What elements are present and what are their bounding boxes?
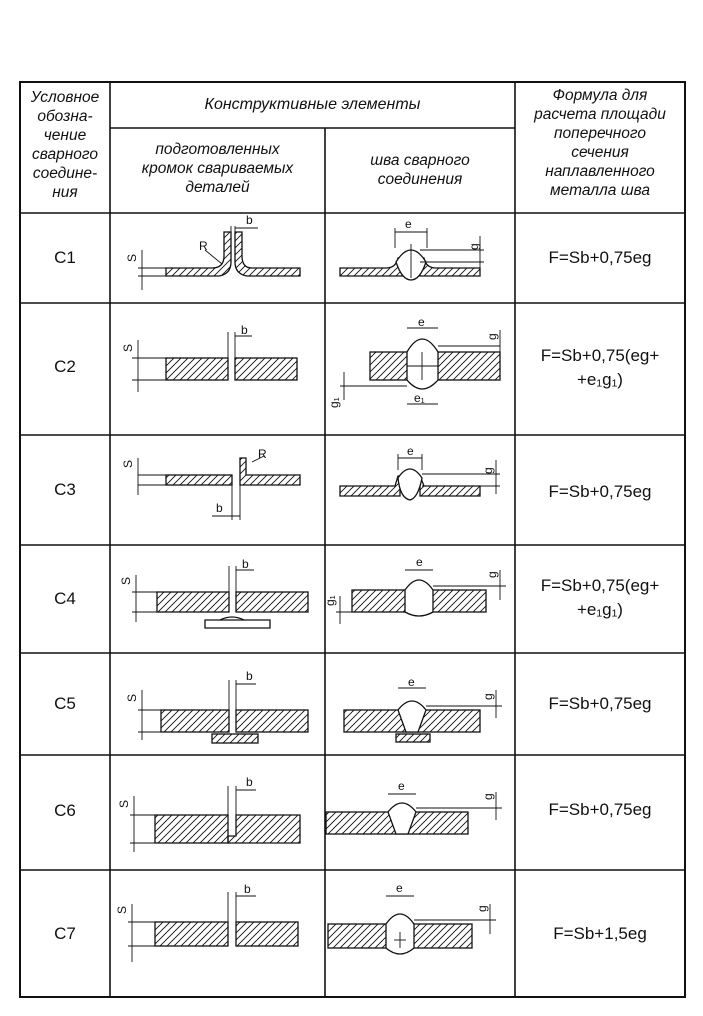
dim-g1-c4: g₁ bbox=[323, 595, 337, 606]
header-line: подготовленных bbox=[155, 141, 280, 158]
c3-prepared-drawing bbox=[137, 455, 301, 520]
formula-line: F=Sb+0,75eg bbox=[548, 482, 652, 501]
header-line: соединения bbox=[377, 171, 463, 188]
c6-prepared-drawing bbox=[130, 786, 301, 852]
header-line: сечения bbox=[571, 144, 629, 161]
header-line: деталей bbox=[185, 179, 250, 196]
c2-prepared-drawing bbox=[132, 332, 298, 392]
header-weld-seam: шва сварного соединения bbox=[325, 151, 515, 189]
formula-line: F=Sb+0,75(eg+ bbox=[540, 346, 660, 365]
dim-e-c7: e bbox=[396, 881, 403, 895]
formula-c4: F=Sb+0,75(eg+ +e₁g₁) bbox=[515, 574, 685, 622]
formula-line: +e₁g₁) bbox=[577, 600, 623, 619]
dim-s-c6: S bbox=[117, 800, 131, 808]
dim-e1-c2: e₁ bbox=[414, 391, 425, 405]
dim-g1-c2: g₁ bbox=[327, 397, 341, 408]
c5-weld-drawing bbox=[343, 687, 502, 743]
formula-c2: F=Sb+0,75(eg+ +e₁g₁) bbox=[515, 344, 685, 392]
c2-weld-drawing bbox=[340, 327, 501, 405]
dim-s-c3: S bbox=[121, 460, 135, 468]
dim-s-c2: S bbox=[121, 344, 135, 352]
header-line: Формула для bbox=[552, 87, 648, 104]
c5-prepared-drawing bbox=[138, 680, 309, 744]
dim-r-c1: R bbox=[199, 239, 208, 253]
header-prepared-edges: подготовленных кромок свариваемых детале… bbox=[110, 140, 325, 197]
row-code-c4: С4 bbox=[54, 589, 76, 608]
formula-c5: F=Sb+0,75eg bbox=[515, 692, 685, 716]
row-code-c1: С1 bbox=[54, 248, 76, 267]
formula-c6: F=Sb+0,75eg bbox=[515, 798, 685, 822]
c4-weld-drawing bbox=[336, 569, 506, 624]
header-line: расчета площади bbox=[534, 106, 666, 123]
dim-s-c7: S bbox=[115, 906, 129, 914]
header-line: кромок свариваемых bbox=[141, 160, 294, 177]
dim-e-c2: e bbox=[418, 315, 425, 329]
dim-g-c7: g bbox=[475, 905, 489, 912]
dim-e-c1: e bbox=[405, 217, 412, 231]
header-line: обозна- bbox=[37, 108, 93, 125]
dim-r-c3: R bbox=[258, 447, 267, 461]
header-line: Условное bbox=[30, 89, 100, 106]
dim-e-c6: e bbox=[398, 779, 405, 793]
header-line: металла шва bbox=[550, 182, 650, 199]
row-code-c7: С7 bbox=[54, 924, 76, 943]
dim-e-c5: e bbox=[408, 675, 415, 689]
dim-b-c6: b bbox=[246, 775, 253, 789]
header-line: поперечного bbox=[554, 125, 646, 142]
row-code-c2: С2 bbox=[54, 357, 76, 376]
dim-g-c4: g bbox=[485, 571, 499, 578]
formula-c7: F=Sb+1,5eg bbox=[515, 922, 685, 946]
c4-prepared-drawing bbox=[132, 566, 309, 629]
dim-b-c2: b bbox=[241, 323, 248, 337]
header-line: ния bbox=[52, 184, 78, 201]
header-line: чение bbox=[43, 127, 87, 144]
c1-prepared-drawing bbox=[138, 226, 301, 290]
row-code-c5: С5 bbox=[54, 694, 76, 713]
dim-g-c3: g bbox=[481, 467, 495, 474]
formula-line: F=Sb+0,75eg bbox=[548, 694, 652, 713]
formula-line: F=Sb+0,75(eg+ bbox=[540, 576, 660, 595]
header-line: сварного bbox=[32, 146, 98, 163]
dim-g-c1: g bbox=[467, 243, 481, 250]
dim-b-c5: b bbox=[246, 669, 253, 683]
dim-b-c1: b bbox=[246, 213, 253, 227]
dim-s-c4: S bbox=[119, 577, 133, 585]
row-code-c6: С6 bbox=[54, 801, 76, 820]
row-code-c3: С3 bbox=[54, 480, 76, 499]
header-line: Конструктивные элементы bbox=[204, 96, 421, 113]
dim-e-c3: e bbox=[407, 444, 414, 458]
c7-weld-drawing bbox=[327, 895, 496, 955]
formula-c3: F=Sb+0,75eg bbox=[515, 480, 685, 504]
dim-b-c7: b bbox=[244, 882, 251, 896]
header-formula: Формула для расчета площади поперечного … bbox=[515, 86, 685, 200]
formula-line: F=Sb+0,75eg bbox=[548, 248, 652, 267]
formula-line: F=Sb+1,5eg bbox=[553, 924, 647, 943]
dim-g-c2: g bbox=[485, 333, 499, 340]
dim-s-c5: S bbox=[125, 694, 139, 702]
c6-weld-drawing bbox=[325, 792, 502, 835]
dim-b-c4: b bbox=[242, 557, 249, 571]
header-line: соедине- bbox=[32, 165, 98, 182]
dim-g-c6: g bbox=[481, 793, 495, 800]
formula-c1: F=Sb+0,75eg bbox=[515, 246, 685, 270]
dim-e-c4: e bbox=[416, 555, 423, 569]
formula-line: +e₁g₁) bbox=[577, 370, 623, 389]
c7-prepared-drawing bbox=[128, 892, 299, 962]
c1-weld-drawing bbox=[339, 228, 484, 281]
dim-b-c3: b bbox=[216, 501, 223, 515]
dim-s-c1: S bbox=[125, 254, 139, 262]
dim-g-c5: g bbox=[481, 693, 495, 700]
header-designation: Условное обозна- чение сварного соедине-… bbox=[20, 88, 110, 202]
formula-line: F=Sb+0,75eg bbox=[548, 800, 652, 819]
c3-weld-drawing bbox=[339, 454, 500, 501]
header-line: шва сварного bbox=[370, 152, 470, 169]
header-line: наплавленного bbox=[545, 163, 655, 180]
header-group: Конструктивные элементы bbox=[110, 95, 515, 114]
